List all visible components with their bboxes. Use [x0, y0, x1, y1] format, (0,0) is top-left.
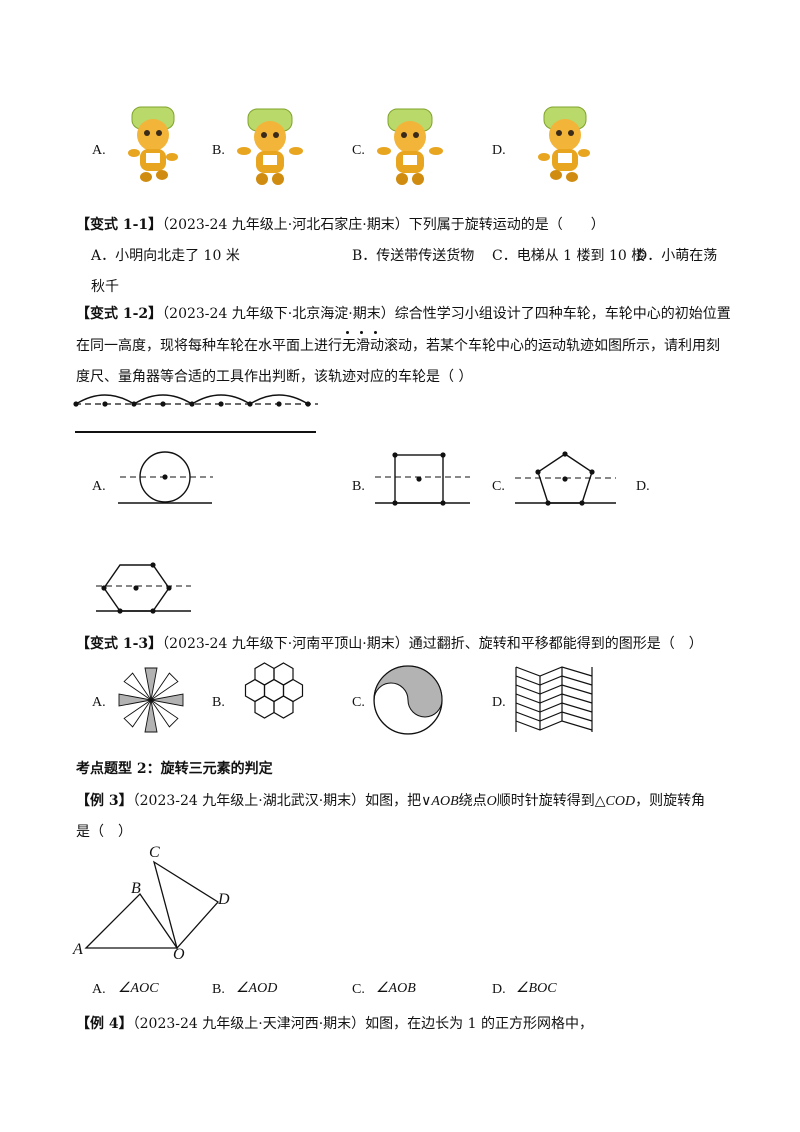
wheel-option-a-label: A. [92, 479, 106, 494]
choice-b: B．传送带传送货物 [352, 248, 475, 264]
choice-a: A．小明向北走了 10 米 [91, 248, 240, 264]
question-prefix: 【变式 1-2】 [76, 306, 163, 322]
hexagon-grid-icon [244, 662, 304, 719]
rotation-figure [84, 860, 219, 950]
question-prefix: 【例 3】 [76, 793, 133, 809]
question-prefix: 【变式 1-3】 [76, 636, 163, 652]
pinwheel-icon [118, 667, 184, 733]
emphasis-dot [346, 331, 349, 334]
triangle-symbol: △ [594, 793, 606, 809]
emphasis-dot [360, 331, 363, 334]
point-d-label: D [218, 891, 230, 908]
question-text-line1: （2023-24 九年级下·北京海淀·期末）综合性学习小组设计了四种车轮，车轮中… [162, 306, 731, 322]
point-o-label: O [173, 946, 185, 963]
question-prefix: 【例 4】 [76, 1016, 133, 1032]
question-variant-1-2: 【变式 1-2】（2023-24 九年级下·北京海淀·期末）综合性学习小组设计了… [76, 303, 731, 323]
point-c-label: C [149, 844, 160, 861]
option-d-label: D. [492, 143, 506, 158]
point-b-label: B [131, 880, 141, 897]
answer-option-a: ∠AOC [118, 981, 159, 996]
wheel-option-b-label: B. [352, 479, 365, 494]
answer-option-b: ∠AOD [236, 981, 278, 996]
yin-yang-icon [373, 665, 443, 735]
mascot-image [237, 108, 303, 185]
answer-option-b-label: B. [212, 982, 225, 997]
choice-c: C．电梯从 1 楼到 10 楼 [492, 248, 646, 264]
emphasis-dot [374, 331, 377, 334]
pentagon-wheel-icon [515, 451, 616, 506]
choice-d-continued: 秋千 [91, 279, 119, 295]
zigzag-pattern-icon [515, 666, 593, 732]
nabla-symbol: ∨ [421, 793, 432, 809]
question-text: （2023-24 九年级上·河北石家庄·期末）下列属于旋转运动的是（ ） [162, 217, 605, 233]
option-b-label: B. [212, 143, 225, 158]
shape-option-d-label: D. [492, 695, 506, 710]
option-c-label: C. [352, 143, 365, 158]
shape-option-c-label: C. [352, 695, 365, 710]
mascot-image [538, 106, 590, 182]
choice-d: D．小萌在荡 [636, 248, 718, 264]
shape-option-a-label: A. [92, 695, 106, 710]
square-wheel-icon [375, 452, 470, 506]
question-example-3: 【例 3】（2023-24 九年级上·湖北武汉·期末）如图，把∨AOB绕点O顺时… [76, 793, 706, 809]
answer-option-c-label: C. [352, 982, 365, 997]
shape-option-b-label: B. [212, 695, 225, 710]
answer-option-d: ∠BOC [516, 981, 557, 996]
circle-wheel-icon [118, 451, 213, 504]
hexagon-wheel-icon [96, 562, 191, 614]
question-variant-1-3: 【变式 1-3】（2023-24 九年级下·河南平顶山·期末）通过翻折、旋转和平… [76, 633, 703, 653]
wheel-option-c-label: C. [492, 479, 505, 494]
trajectory-diagram [73, 394, 318, 433]
question-text-line2: 在同一高度，现将每种车轮在水平面上进行无滑动滚动，若某个车轮中心的运动轨迹如图所… [76, 338, 720, 354]
option-a-label: A. [92, 143, 106, 158]
emphasis-text: 无滑动 [342, 338, 384, 354]
question-variant-1-1: 【变式 1-1】（2023-24 九年级上·河北石家庄·期末）下列属于旋转运动的… [76, 214, 605, 234]
answer-option-d-label: D. [492, 982, 506, 997]
question-text-line2: 是（ ） [76, 824, 132, 840]
question-example-4: 【例 4】（2023-24 九年级上·天津河西·期末）如图，在边长为 1 的正方… [76, 1013, 593, 1033]
mascot-image [377, 108, 443, 185]
mascot-image [128, 106, 178, 182]
question-text: （2023-24 九年级上·天津河西·期末）如图，在边长为 1 的正方形网格中， [132, 1016, 593, 1032]
section-title: 考点题型 2：旋转三元素的判定 [76, 761, 273, 777]
question-text-line3: 度尺、量角器等合适的工具作出判断，该轨迹对应的车轮是（ ） [76, 369, 473, 385]
point-a-label: A [73, 941, 83, 958]
wheel-option-d-label: D. [636, 479, 650, 494]
question-text: （2023-24 九年级下·河南平顶山·期末）通过翻折、旋转和平移都能得到的图形… [162, 636, 703, 652]
question-prefix: 【变式 1-1】 [76, 217, 163, 233]
answer-option-c: ∠AOB [376, 981, 416, 996]
answer-option-a-label: A. [92, 982, 106, 997]
